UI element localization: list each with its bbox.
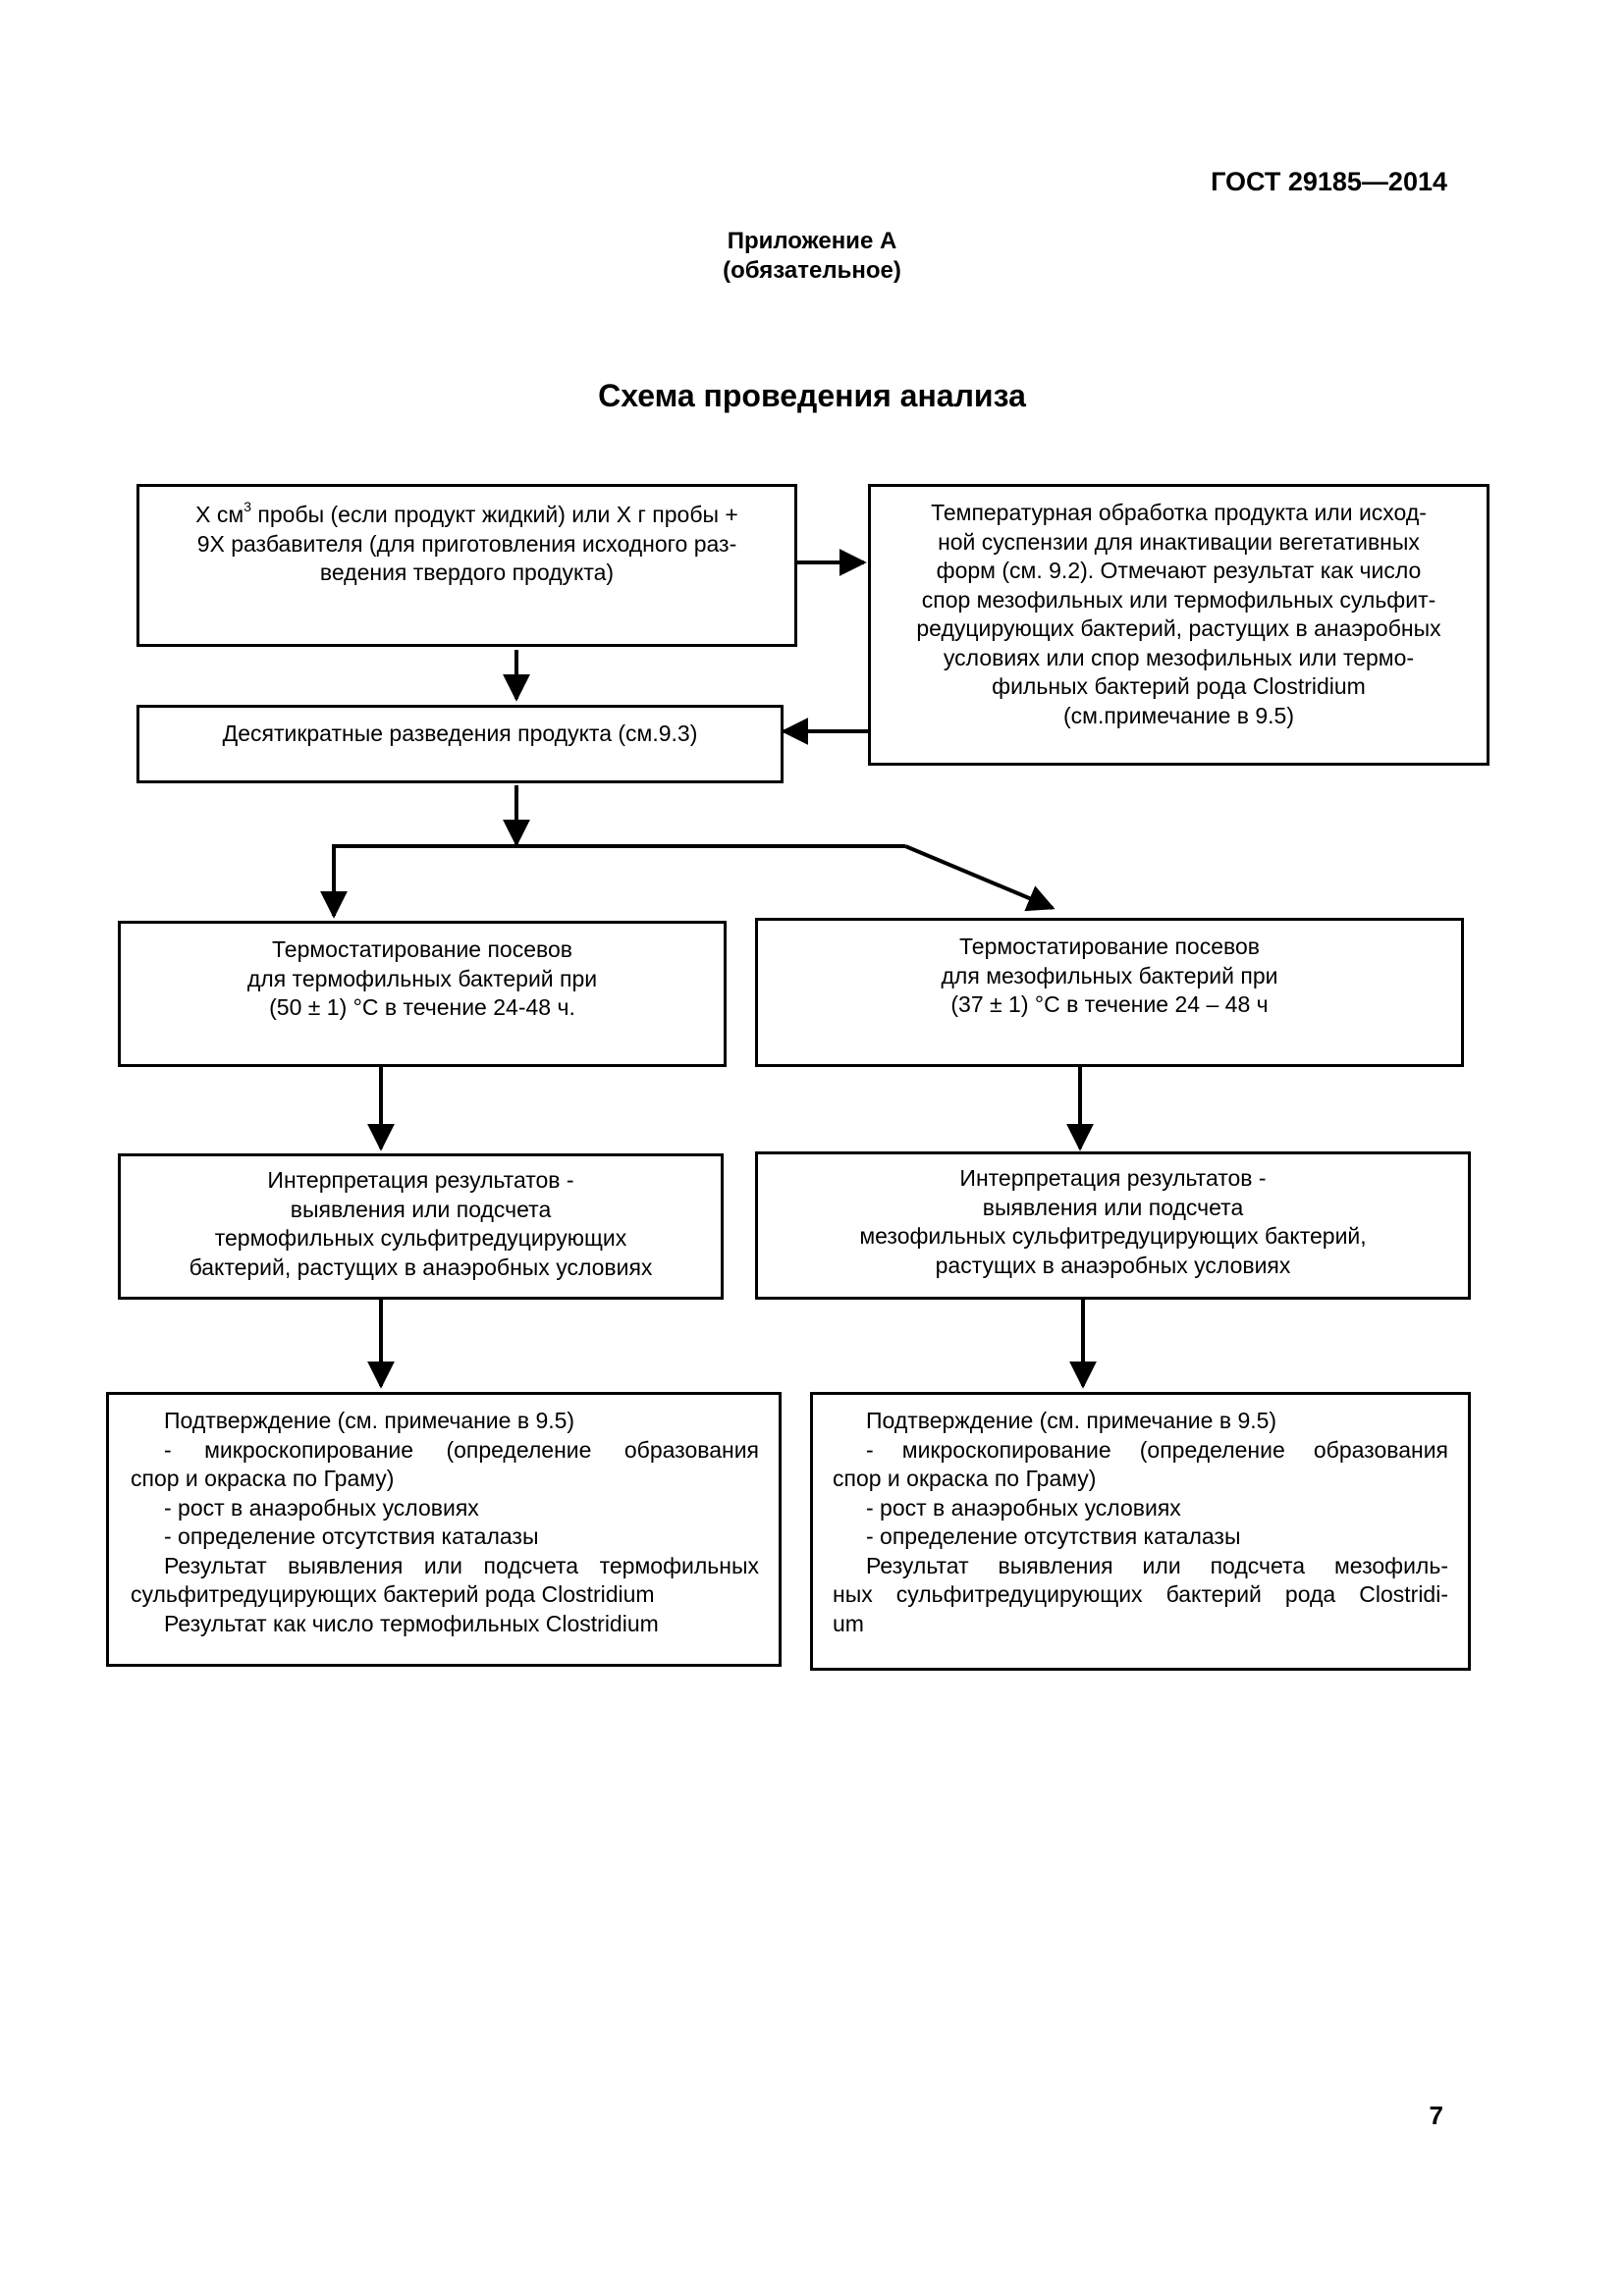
meso-incubation-line: для мезофильных бактерий при (941, 962, 1278, 988)
meso-confirm-line: Подтверждение (см. примечание в 9.5) (866, 1408, 1277, 1433)
document-code: ГОСТ 29185—2014 (1211, 167, 1447, 196)
thermo-interpretation-line: выявления или подсчета (290, 1196, 552, 1222)
thermo-incubation-line: (50 ± 1) °С в течение 24-48 ч. (269, 994, 575, 1020)
appendix-title: Приложение А (727, 228, 897, 254)
thermo-incubation-line: для термофильных бактерий при (246, 965, 598, 991)
arrow-split-to-meso (904, 844, 1056, 912)
heat-line: форм (см. 9.2). Отмечают результат как ч… (936, 558, 1422, 583)
meso-interpretation-line: мезофильных сульфитредуцирующих бактерий… (859, 1223, 1367, 1249)
meso-confirm-line: Результат выявления или подсчета мезофил… (866, 1552, 1448, 1578)
thermo-confirm-line: Подтверждение (см. примечание в 9.5) (164, 1408, 575, 1433)
meso-interpretation-line: выявления или подсчета (982, 1194, 1244, 1220)
thermo-interpretation-line: термофильных сульфитредуцирующих (214, 1225, 627, 1251)
meso-interpretation-line: Интерпретация результатов - (959, 1165, 1267, 1191)
sample-line-3: ведения твердого продукта) (319, 560, 615, 585)
page-number: 7 (1429, 2101, 1443, 2130)
thermo-interpretation-line: Интерпретация результатов - (267, 1167, 574, 1193)
sample-superscript: 3 (244, 499, 251, 515)
thermo-confirm-line: спор и окраска по Граму) (131, 1466, 395, 1491)
thermo-confirm-line: - рост в анаэробных условиях (164, 1494, 479, 1521)
thermo-confirm-line: сульфитредуцирующих бактерий рода Clostr… (131, 1581, 655, 1607)
heat-line: (см.примечание в 9.5) (1062, 702, 1295, 728)
box-thermophilic-incubation: Термостатирование посевов для термофильн… (118, 921, 727, 1067)
meso-confirm-line: - определение отсутствия каталазы (866, 1523, 1241, 1549)
dilution-text: Десятикратные разведения продукта (см.9.… (222, 721, 698, 746)
box-heat-treatment: Температурная обработка продукта или исх… (868, 484, 1489, 766)
meso-confirm-line: ных сульфитредуцирующих бактерий рода Cl… (833, 1581, 1448, 1607)
meso-confirm-line: - микроскопирование (определение образов… (866, 1436, 1448, 1463)
heat-line: Температурная обработка продукта или исх… (931, 500, 1427, 525)
box-mesophilic-confirmation: Подтверждение (см. примечание в 9.5) - м… (810, 1392, 1471, 1671)
heat-line: условиях или спор мезофильных или термо- (943, 644, 1415, 670)
meso-confirm-line: спор и окраска по Граму) (833, 1466, 1097, 1491)
scheme-title: Схема проведения анализа (598, 378, 1026, 413)
thermo-interpretation-line: бактерий, растущих в анаэробных условиях (189, 1254, 653, 1280)
thermo-confirm-line: - определение отсутствия каталазы (164, 1523, 539, 1549)
appendix-status: (обязательное) (723, 257, 901, 284)
box-thermophilic-confirmation: Подтверждение (см. примечание в 9.5) - м… (106, 1392, 782, 1667)
heat-line: редуцирующих бактерий, растущих в анаэро… (916, 615, 1441, 641)
heat-line: фильных бактерий рода Clostridium (992, 673, 1366, 699)
thermo-confirm-line: Результат как число термофильных Clostri… (164, 1610, 659, 1636)
meso-confirm-line: um (833, 1610, 864, 1636)
meso-incubation-line: (37 ± 1) °С в течение 24 – 48 ч (950, 991, 1269, 1017)
thermo-incubation-line: Термостатирование посевов (272, 936, 572, 962)
thermo-confirm-line: Результат выявления или подсчета термофи… (164, 1552, 759, 1578)
sample-line-2: 9X разбавителя (для приготовления исходн… (196, 530, 737, 557)
box-mesophilic-incubation: Термостатирование посевов для мезофильны… (755, 918, 1464, 1067)
box-mesophilic-interpretation: Интерпретация результатов - выявления ил… (755, 1151, 1471, 1300)
box-dilution: Десятикратные разведения продукта (см.9.… (136, 705, 784, 783)
heat-line: ной суспензии для инактивации вегетативн… (938, 528, 1420, 555)
sample-line-1: X см3 пробы (если продукт жидкий) или X … (163, 499, 771, 530)
meso-confirm-line: - рост в анаэробных условиях (866, 1494, 1181, 1521)
thermo-confirm-line: - микроскопирование (определение образов… (164, 1436, 759, 1463)
sample-line-1-pre: X см (195, 502, 244, 527)
heat-line: спор мезофильных или термофильных сульфи… (921, 586, 1436, 613)
meso-incubation-line: Термостатирование посевов (959, 934, 1260, 959)
split-connector (332, 844, 905, 849)
box-thermophilic-interpretation: Интерпретация результатов - выявления ил… (118, 1153, 724, 1300)
appendix-heading: Приложение А (обязательное) (616, 227, 1008, 286)
meso-interpretation-line: растущих в анаэробных условиях (935, 1252, 1291, 1278)
sample-line-1-post: пробы (если продукт жидкий) или X г проб… (250, 502, 738, 527)
box-sample-preparation: X см3 пробы (если продукт жидкий) или X … (136, 484, 797, 647)
